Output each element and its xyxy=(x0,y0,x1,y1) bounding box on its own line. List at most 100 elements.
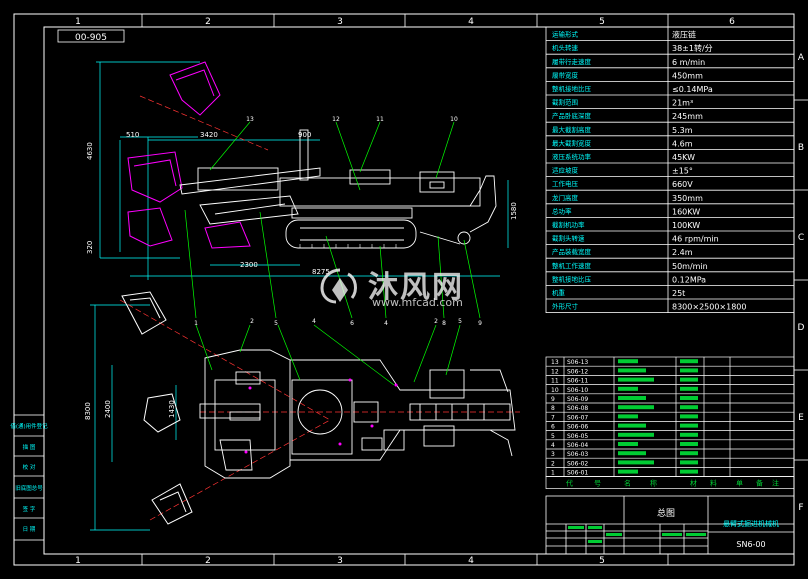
bom-item-code: S06-08 xyxy=(567,405,588,412)
bom-name-fill xyxy=(618,432,654,437)
dim-3420: 3420 xyxy=(200,131,218,139)
machine-body-plan xyxy=(199,349,516,479)
dim-2400: 2400 xyxy=(104,400,112,418)
drawing-number: SN6-00 xyxy=(736,540,765,549)
bom-name-fill xyxy=(618,377,654,382)
spec-label: 整机接地比压 xyxy=(552,84,592,93)
spec-value: 350mm xyxy=(672,194,703,203)
dim-2300: 2300 xyxy=(240,261,258,269)
zone-row-a: A xyxy=(798,53,805,63)
spec-label: 机头转速 xyxy=(552,43,579,52)
bom-item-code: S06-02 xyxy=(567,460,588,467)
bom-name-fill xyxy=(618,414,638,419)
bom-material-fill xyxy=(680,386,698,391)
bom-header-cell: 号 xyxy=(594,480,601,488)
column-labels-bottom: 1 2 3 4 5 xyxy=(75,556,605,566)
bom-material-fill xyxy=(680,368,698,373)
spec-label: 截割头转速 xyxy=(552,234,585,243)
zone-markers xyxy=(141,14,808,565)
plan-cutter-heads xyxy=(121,291,193,525)
bom-item-code: S06-11 xyxy=(567,378,588,385)
plan-view: 8300 2400 1430 xyxy=(84,291,520,531)
svg-text:2: 2 xyxy=(434,318,438,325)
spec-value: 660V xyxy=(672,180,693,189)
zone-row-e: E xyxy=(798,413,804,423)
bom-name-fill xyxy=(618,396,646,400)
zone-row-c: C xyxy=(798,233,804,243)
bom-name-fill xyxy=(618,451,646,456)
bom-material-fill xyxy=(680,451,698,456)
bom-item-no: 5 xyxy=(551,433,555,440)
bom-item-no: 3 xyxy=(551,451,555,458)
svg-text:1: 1 xyxy=(75,556,81,566)
svg-text:6: 6 xyxy=(350,320,354,327)
spec-value: 100KW xyxy=(672,221,700,230)
svg-text:签 字: 签 字 xyxy=(23,505,36,513)
svg-text:4: 4 xyxy=(468,556,474,566)
svg-text:校 对: 校 对 xyxy=(23,463,36,471)
zone-row-b: B xyxy=(798,143,804,153)
spec-value: ≤0.14MPa xyxy=(672,85,713,94)
bom-header-cell: 材 xyxy=(690,479,697,488)
balloon-12: 12 xyxy=(332,116,340,123)
spec-label: 机重 xyxy=(552,288,566,297)
bom-header-cell: 称 xyxy=(650,479,657,488)
bom-name-fill xyxy=(618,386,638,391)
bom-item-code: S06-05 xyxy=(567,433,588,440)
bom-item-no: 11 xyxy=(551,378,559,385)
svg-text:2: 2 xyxy=(205,556,211,566)
dim-8275: 8275 xyxy=(312,268,330,276)
spec-value: 4.6m xyxy=(672,139,693,148)
bom-item-no: 6 xyxy=(551,424,555,431)
leaders-side xyxy=(184,121,481,319)
zone-col-4: 4 xyxy=(468,17,474,27)
spec-label: 总功率 xyxy=(552,206,572,215)
spec-label: 工作电压 xyxy=(552,179,579,188)
svg-text:5: 5 xyxy=(458,318,462,325)
spec-label: 整机工作速度 xyxy=(552,261,592,270)
spec-label: 履带宽度 xyxy=(552,70,579,79)
dim-510: 510 xyxy=(126,131,139,139)
bom-item-code: S06-04 xyxy=(567,442,588,449)
bom-name-fill xyxy=(618,469,638,474)
assembly-label: 总图 xyxy=(657,507,675,519)
spec-value: 8300×2500×1800 xyxy=(672,303,746,312)
bom-item-no: 12 xyxy=(551,368,559,375)
balloon-11: 11 xyxy=(376,116,384,123)
svg-text:2: 2 xyxy=(250,318,254,325)
bom-material-fill xyxy=(680,359,698,364)
svg-text:00-905: 00-905 xyxy=(75,33,107,43)
bom-material-fill xyxy=(680,423,698,428)
bom-header-cell: 代 xyxy=(566,479,573,488)
zone-col-3: 3 xyxy=(337,17,343,27)
bom-item-code: S06-07 xyxy=(567,414,588,421)
spec-label: 适应坡度 xyxy=(552,166,579,175)
bom-header-cell: 注 xyxy=(772,479,779,488)
bom-material-fill xyxy=(680,405,698,410)
spec-label: 运输形式 xyxy=(552,30,579,39)
bom-header-cell: 单 xyxy=(736,479,743,488)
bom-item-code: S06-12 xyxy=(567,368,588,375)
left-record-strip: 借(通)用件登记 描 图 校 对 旧底图总号 签 字 日 期 xyxy=(10,414,48,541)
bom-item-code: S06-03 xyxy=(567,451,588,458)
spec-label: 最大截割高度 xyxy=(552,125,592,134)
svg-text:9: 9 xyxy=(478,320,482,327)
bom-header-cell: 备 xyxy=(756,479,763,488)
bom-material-fill xyxy=(680,460,698,465)
spec-label: 液压系统功率 xyxy=(552,152,592,161)
spec-value: 2.4m xyxy=(672,248,693,257)
side-elevation-view: 4630 510 3420 900 320 2300 8275 1580 xyxy=(86,61,518,327)
zone-col-2: 2 xyxy=(205,17,211,27)
cutter-head-upper xyxy=(169,61,221,116)
zone-col-6: 6 xyxy=(729,17,735,27)
bom-item-code: S06-01 xyxy=(567,470,588,477)
svg-text:5: 5 xyxy=(599,556,605,566)
bom-item-code: S06-13 xyxy=(567,359,588,366)
spec-value: 25t xyxy=(672,289,685,298)
spec-label: 截割机功率 xyxy=(552,220,585,229)
svg-text:5: 5 xyxy=(274,320,278,327)
svg-text:旧底图总号: 旧底图总号 xyxy=(15,484,43,492)
bom-item-no: 4 xyxy=(551,442,555,449)
